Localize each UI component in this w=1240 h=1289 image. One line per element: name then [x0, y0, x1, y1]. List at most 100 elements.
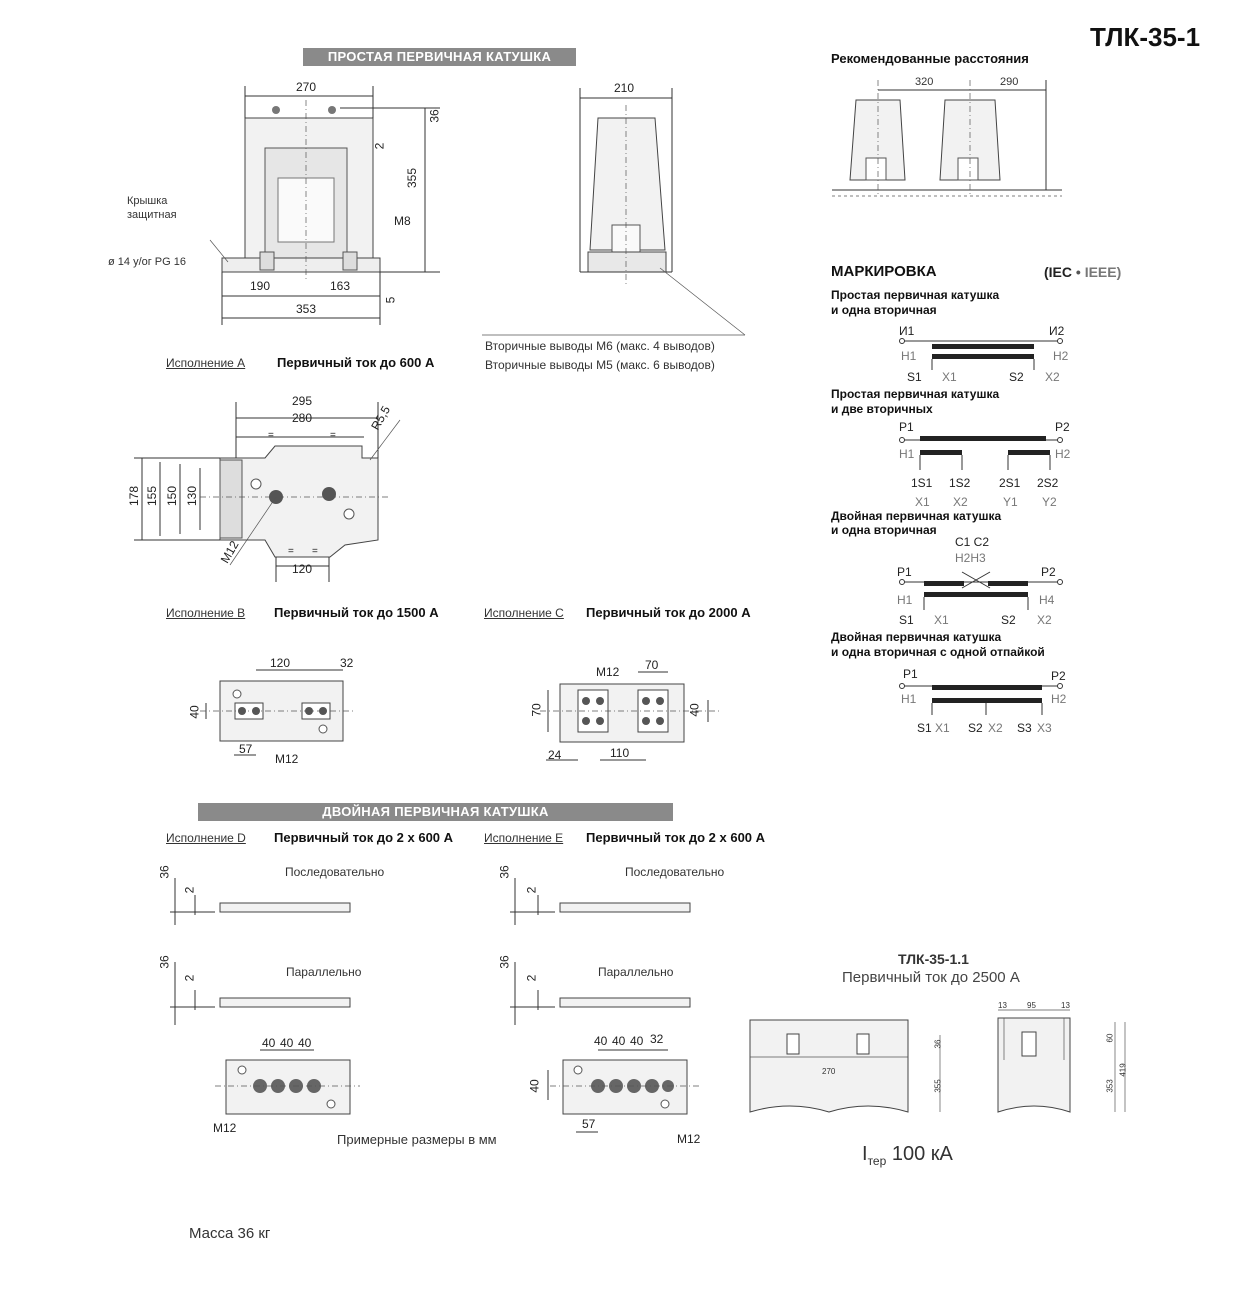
marking-s4-title-1: Двойная первичная катушка: [831, 630, 1002, 644]
b-dim-m12: M12: [275, 752, 299, 766]
variant-c-drawing: [540, 671, 720, 761]
m1-s2: S2: [1009, 370, 1024, 384]
dim-eq-2: =: [330, 430, 336, 441]
d-dim-2-a: 2: [182, 886, 197, 894]
tlk11-dim-95: 95: [1027, 1001, 1036, 1010]
m4-p2: P2: [1051, 669, 1066, 683]
c-dim-110: 110: [610, 746, 630, 760]
m2-1s2: 1S2: [949, 476, 971, 490]
cover-label-line2: защитная: [127, 209, 177, 221]
m2-p1: P1: [899, 420, 914, 434]
current-subscript: тер: [867, 1154, 887, 1168]
d-dim-36-a: 36: [157, 865, 172, 879]
spacing-drawing: [832, 80, 1062, 197]
m1-i2: И2: [1049, 324, 1065, 338]
approx-note: Примерные размеры в мм: [337, 1132, 497, 1147]
b-dim-32: 32: [340, 656, 354, 670]
section-title-single-primary: ПРОСТАЯ ПЕРВИЧНАЯ КАТУШКА: [303, 48, 576, 66]
m2-y1: Y1: [1003, 495, 1018, 509]
m3-h1: H1: [897, 593, 913, 607]
standards-iec: (IEC: [1044, 264, 1072, 280]
secondary-terminals-m6: Вторичные выводы М6 (макс. 4 выводов): [485, 339, 715, 353]
d-dim-m12: M12: [213, 1121, 237, 1135]
variant-e-drawing: [510, 878, 700, 1133]
dim-190: 190: [250, 279, 271, 293]
m3-x1: X1: [934, 613, 949, 627]
tlk11-drawing: [749, 1009, 1126, 1113]
e-series-label: Последовательно: [625, 865, 725, 879]
current-value: 100 кА: [891, 1143, 953, 1165]
tlk11-subtitle: Первичный ток до 2500 А: [842, 969, 1020, 986]
current-symbol: I: [862, 1143, 868, 1165]
m2-1s1: 1S1: [911, 476, 933, 490]
m1-h2: H2: [1053, 349, 1069, 363]
c-dim-m12: M12: [596, 665, 620, 679]
variant-b-desc: Первичный ток до 1500 А: [274, 605, 439, 620]
m2-y2: Y2: [1042, 495, 1057, 509]
m4-x3: X3: [1037, 721, 1052, 735]
variant-b-label: Исполнение В: [166, 606, 246, 620]
tlk11-dim-60: 60: [1105, 1033, 1115, 1043]
e-dim-32: 32: [650, 1032, 664, 1046]
e-dim-40-1: 40: [594, 1034, 608, 1048]
dim-210: 210: [614, 81, 635, 95]
dim-eq-1: =: [268, 430, 274, 441]
marking-diagram-2: [899, 436, 1063, 470]
m4-s3: S3: [1017, 721, 1032, 735]
e-dim-m12: M12: [677, 1132, 701, 1146]
marking-diagram-4: [899, 683, 1063, 715]
dim-36: 36: [427, 109, 442, 123]
spacing-title: Рекомендованные расстояния: [831, 51, 1029, 66]
m2-2s2: 2S2: [1037, 476, 1059, 490]
dim-355: 355: [405, 167, 420, 189]
side-view-drawing: [482, 88, 746, 336]
tlk11-dim-353: 353: [1105, 1079, 1115, 1093]
d-dim-2-b: 2: [182, 974, 197, 982]
c-dim-40: 40: [687, 703, 702, 717]
m3-s2: S2: [1001, 613, 1016, 627]
section-title-double-primary: ДВОЙНАЯ ПЕРВИЧНАЯ КАТУШКА: [198, 803, 673, 821]
top-view-drawing: [134, 402, 401, 582]
dim-178: 178: [127, 485, 142, 507]
b-dim-120: 120: [270, 656, 291, 670]
variant-b-drawing: [200, 669, 355, 756]
b-dim-57: 57: [239, 742, 253, 756]
c-dim-24: 24: [548, 748, 562, 762]
m3-h4: H4: [1039, 593, 1055, 607]
m1-i1: И1: [899, 324, 915, 338]
m3-s1: S1: [899, 613, 914, 627]
standards-ieee: IEEE): [1084, 264, 1122, 280]
marking-s1-title-2: и одна вторичная: [831, 303, 937, 317]
m4-h1: H1: [901, 692, 917, 706]
variant-c-label: Исполнение С: [484, 606, 564, 620]
model-title: ТЛК-35-1: [1090, 22, 1201, 52]
e-dim-2-b: 2: [524, 974, 539, 982]
m4-x1: X1: [935, 721, 950, 735]
m1-x1: X1: [942, 370, 957, 384]
variant-d-drawing: [170, 878, 360, 1115]
c-dim-70-vert: 70: [529, 703, 544, 717]
dim-m8: M8: [394, 214, 411, 228]
m2-x2: X2: [953, 495, 968, 509]
tlk11-dim-13a: 13: [998, 1001, 1007, 1010]
e-dim-36-b: 36: [497, 955, 512, 969]
variant-a-desc: Первичный ток до 600 А: [277, 355, 435, 370]
marking-s3-title-1: Двойная первичная катушка: [831, 509, 1002, 523]
e-dim-57: 57: [582, 1117, 596, 1131]
m3-c1c2: C1 C2: [955, 535, 990, 549]
secondary-terminals-m5: Вторичные выводы М5 (макс. 6 выводов): [485, 358, 715, 372]
dim-130: 130: [185, 485, 200, 507]
m1-h1: H1: [901, 349, 917, 363]
dim-163: 163: [330, 279, 351, 293]
spacing-290: 290: [1000, 76, 1019, 88]
m4-p1: P1: [903, 667, 918, 681]
tlk11-dim-355: 355: [933, 1079, 943, 1093]
variant-d-desc: Первичный ток до 2 х 600 А: [274, 830, 454, 845]
dim-353: 353: [296, 302, 317, 316]
tlk11-dim-419: 419: [1118, 1063, 1128, 1077]
tlk11-thermal-current: Iтер 100 кА: [862, 1144, 953, 1167]
marking-s2-title-1: Простая первичная катушка: [831, 387, 1000, 401]
cover-label-line1: Крышка: [127, 195, 168, 207]
m4-s2: S2: [968, 721, 983, 735]
marking-standards: (IEC • IEEE): [1044, 265, 1121, 279]
